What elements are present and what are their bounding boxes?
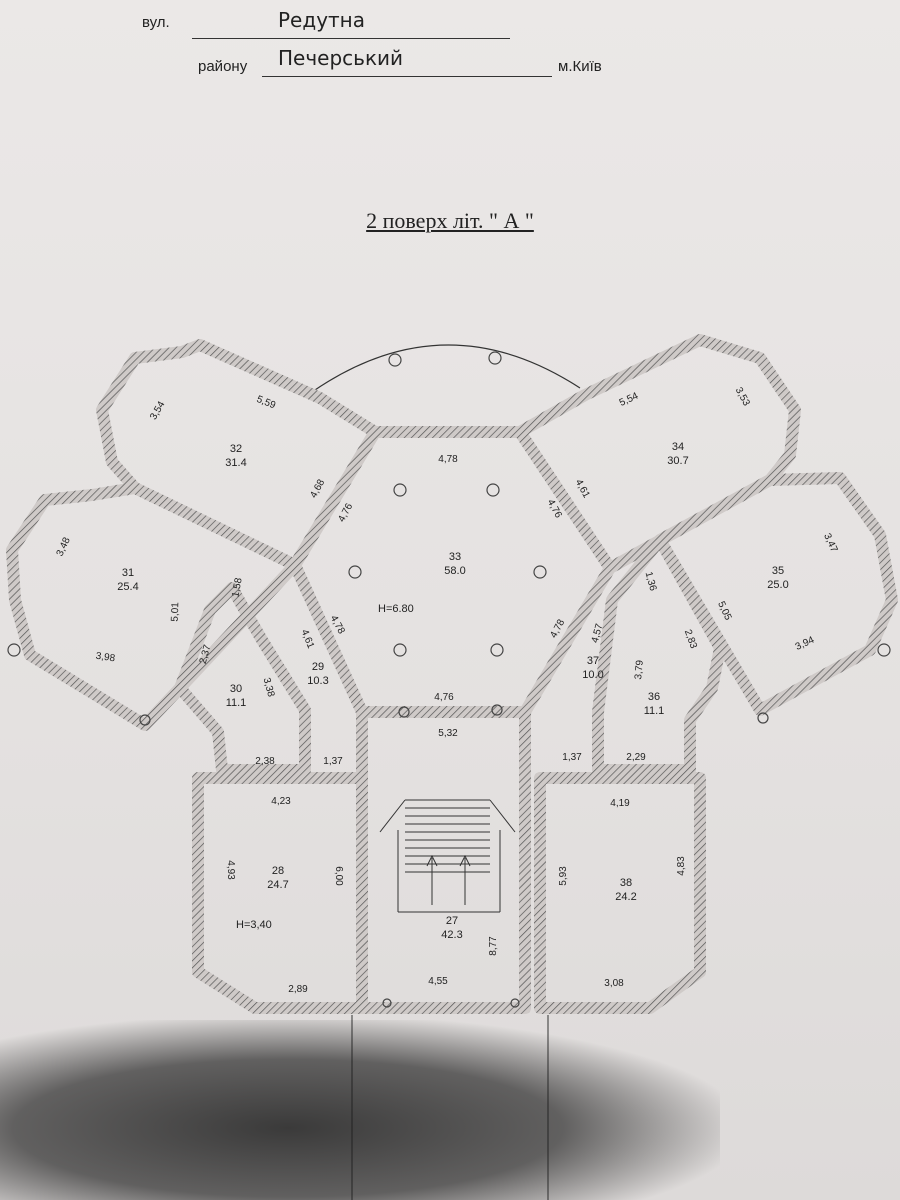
dim-5: 4,76 (336, 501, 355, 524)
room-37-number: 37 (587, 655, 599, 667)
room-35-area: 25.0 (767, 579, 788, 591)
wall-room-31 (6, 482, 301, 731)
dim-2: 5,59 (255, 394, 278, 412)
ground-lines (351, 1015, 549, 1200)
room-30-number: 30 (230, 683, 242, 695)
dim-41: 8,77 (488, 936, 499, 956)
street-label: вул. (142, 14, 170, 31)
room-labels: 32 31.4 31 25.4 33 58.0 34 30.7 35 25.0 … (117, 441, 788, 941)
dim-25: 3,79 (633, 659, 646, 680)
room-36-number: 36 (648, 691, 660, 703)
walls (6, 334, 898, 1014)
dim-19: 4,57 (590, 622, 606, 644)
room-27-area: 42.3 (441, 929, 462, 941)
dim-29: 1,37 (323, 756, 343, 767)
district-underline (262, 76, 552, 77)
dim-4: 4,78 (438, 454, 458, 465)
city-label: м.Київ (558, 58, 602, 75)
wall-room-27 (356, 706, 531, 1014)
room-28-height: H=3,40 (236, 919, 272, 931)
wall-room-36 (592, 534, 726, 776)
dim-28: 2,38 (255, 756, 275, 767)
dim-24: 2,83 (682, 628, 699, 650)
wall-room-34 (514, 334, 801, 574)
room-33-area: 58.0 (444, 565, 465, 577)
room-32-area: 31.4 (225, 457, 246, 469)
district-value: Печерський (278, 46, 404, 70)
dim-13: 1,58 (230, 577, 244, 599)
dim-11: 5,01 (170, 602, 182, 622)
dim-14: 2,37 (198, 643, 214, 665)
room-38-area: 24.2 (615, 891, 636, 903)
room-28-area: 24.7 (267, 879, 288, 891)
room-30-area: 11.1 (226, 697, 247, 709)
street-underline (192, 38, 510, 39)
wall-room-35 (654, 472, 898, 716)
room-36-area: 11.1 (644, 705, 665, 717)
district-label: району (198, 58, 248, 75)
dim-16: 4,61 (299, 628, 317, 651)
dim-30: 1,37 (562, 752, 582, 763)
room-29-number: 29 (312, 661, 324, 673)
dome-arc (311, 344, 581, 393)
room-34-number: 34 (672, 441, 684, 453)
room-31-number: 31 (122, 567, 134, 579)
room-27-number: 27 (446, 915, 458, 927)
dim-27: 5,32 (438, 728, 458, 739)
dim-31: 2,29 (626, 752, 646, 763)
room-38-number: 38 (620, 877, 632, 889)
dim-38: 4,83 (676, 856, 687, 876)
room-29-area: 10.3 (307, 675, 328, 687)
dim-10: 3,48 (55, 535, 73, 558)
wall-room-32 (96, 339, 381, 571)
dim-37: 5,93 (558, 866, 569, 886)
room-33-number: 33 (449, 551, 461, 563)
dim-15: 3,38 (261, 677, 277, 699)
staircase (379, 799, 516, 913)
dim-34: 6,00 (333, 866, 344, 886)
dim-1: 3,54 (148, 399, 167, 422)
room-34-area: 30.7 (667, 455, 688, 467)
dim-35: 2,89 (288, 984, 308, 995)
room-35-number: 35 (772, 565, 784, 577)
dim-8: 4,61 (573, 478, 592, 501)
street-value: Редутна (278, 8, 366, 32)
dim-33: 4,93 (225, 860, 236, 880)
dim-26: 4,76 (434, 692, 454, 703)
dim-20: 1,36 (643, 571, 659, 593)
floor-title: 2 поверх літ. " А " (366, 208, 534, 233)
dim-22: 5,05 (715, 600, 733, 623)
dim-36: 4,19 (610, 798, 630, 809)
dim-12: 3,98 (95, 651, 116, 665)
room-37-area: 10.0 (582, 669, 603, 681)
hall-height: H=6.80 (378, 603, 414, 615)
dim-23: 3,94 (794, 634, 817, 652)
dim-32: 4,23 (271, 796, 291, 807)
wall-room-28 (192, 772, 368, 1014)
dim-40: 4,55 (428, 976, 448, 987)
wall-room-38 (534, 772, 706, 1014)
dim-21: 3,47 (821, 532, 839, 555)
wall-room-30 (174, 582, 311, 776)
dim-7: 3,53 (733, 386, 752, 409)
room-28-number: 28 (272, 865, 284, 877)
room-32-number: 32 (230, 443, 242, 455)
columns (7, 351, 891, 1008)
dim-6: 5,54 (618, 390, 641, 408)
room-31-area: 25.4 (117, 581, 138, 593)
dim-3: 4,68 (308, 477, 327, 500)
heights: H=6.80 H=3,40 (236, 603, 414, 931)
dim-39: 3,08 (604, 978, 624, 989)
